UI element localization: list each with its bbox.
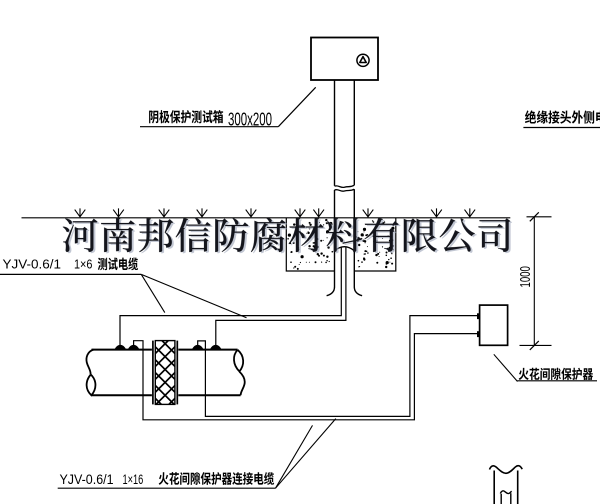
svg-text:1×6: 1×6 (74, 258, 92, 272)
svg-text:YJV-0.6/1: YJV-0.6/1 (3, 257, 62, 271)
svg-text:300x200: 300x200 (228, 110, 272, 130)
svg-text:1000: 1000 (517, 266, 534, 287)
svg-text:1×16: 1×16 (123, 471, 144, 488)
svg-text:YJV-0.6/1: YJV-0.6/1 (59, 471, 113, 487)
